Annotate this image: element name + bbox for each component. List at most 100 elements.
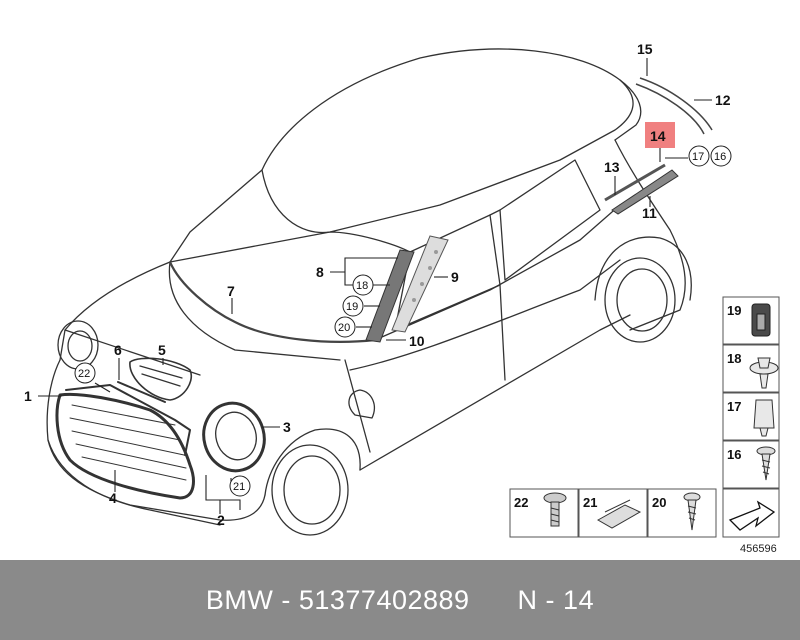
kit-label-16: 16 <box>727 447 741 462</box>
grille-slats <box>69 404 187 481</box>
headlight-right-ring <box>202 401 266 473</box>
screw-20-icon <box>683 492 701 531</box>
door-line <box>489 209 506 381</box>
side-crease <box>344 259 621 453</box>
part-label-7: 7 <box>227 283 235 299</box>
part-label-5: 5 <box>158 342 166 358</box>
leader-lines <box>38 58 712 514</box>
kit-column-labels: 19 18 17 16 <box>727 303 741 462</box>
roof-trim-12 <box>639 77 713 131</box>
leader-2 <box>205 475 241 514</box>
emblem-strip <box>117 381 166 403</box>
side-mirror <box>348 389 375 419</box>
part-label-14: 14 <box>650 128 666 144</box>
headlight-right-lens <box>215 411 257 461</box>
kit-cell-arrow <box>722 488 780 538</box>
fastener-kit-row <box>509 488 780 538</box>
kit-label-20: 20 <box>652 495 666 510</box>
side-beltline <box>374 204 621 341</box>
front-wheel-inner <box>283 455 341 525</box>
kit-cell-16 <box>722 440 780 489</box>
clip-17-icon <box>753 399 775 437</box>
callout-label-21: 21 <box>233 481 245 493</box>
clip-21-icon <box>596 499 642 529</box>
kit-label-19: 19 <box>727 303 741 318</box>
roof-rear-edge <box>614 79 642 141</box>
footer-caption: BMW - 51377402889 N - 14 <box>205 584 595 615</box>
kit-cell-22 <box>509 488 579 538</box>
footer-bar: BMW - 51377402889 N - 14 <box>0 560 800 640</box>
part-label-15: 15 <box>637 41 653 57</box>
callout-circle-17 <box>688 145 710 167</box>
part-label-4: 4 <box>109 490 117 506</box>
roof-outline <box>261 48 634 234</box>
leader-8 <box>330 257 398 286</box>
hood-scoop-inner <box>139 365 183 387</box>
roof-trim-12b <box>635 83 705 135</box>
rear-side-trim-11 <box>611 169 679 215</box>
leader-22 <box>94 382 111 393</box>
kit-label-18: 18 <box>727 351 741 366</box>
a-pillar-trim-dark <box>365 249 415 343</box>
a-pillar-left <box>169 169 263 263</box>
reference-number: 456596 <box>740 543 777 555</box>
part-label-8: 8 <box>316 264 324 280</box>
circled-callouts <box>74 145 732 497</box>
trim-hole <box>434 250 438 254</box>
screw-16-icon <box>756 446 776 481</box>
callout-label-16: 16 <box>714 151 726 163</box>
trim-hole <box>420 282 424 286</box>
side-sill <box>359 314 631 471</box>
callout-label-17: 17 <box>692 151 704 163</box>
part-labels: 1 2 3 4 5 6 7 8 9 10 11 12 13 14 15 <box>24 41 731 528</box>
hood-outline <box>59 261 341 361</box>
rear-wheel <box>604 257 676 343</box>
part-label-6: 6 <box>114 342 122 358</box>
part-label-11: 11 <box>642 205 657 221</box>
clip-18-icon <box>749 357 779 389</box>
kit-row-labels: 22 21 20 <box>514 495 666 510</box>
kit-cell-17 <box>722 392 780 441</box>
callout-circle-18 <box>352 274 374 296</box>
fastener-kit-column <box>722 296 780 489</box>
headlight-left-inner <box>67 330 93 362</box>
grille-top <box>65 384 191 456</box>
callout-label-20: 20 <box>338 322 350 334</box>
front-bumper-lower <box>47 439 221 526</box>
rear-quarter <box>614 139 686 331</box>
kit-label-22: 22 <box>514 495 528 510</box>
callout-label-18: 18 <box>356 280 368 292</box>
rear-arch <box>594 236 692 301</box>
kit-cell-21 <box>578 488 648 538</box>
trim-hole <box>412 298 416 302</box>
part-label-1: 1 <box>24 388 32 404</box>
kit-cell-18 <box>722 344 780 393</box>
hood-front-edge <box>64 329 201 376</box>
clip-19-icon <box>751 303 771 337</box>
callout-circle-19 <box>342 295 364 317</box>
callout-circle-22 <box>74 362 96 384</box>
leader-14 <box>659 147 688 162</box>
callout-circle-21 <box>229 475 251 497</box>
part-label-13: 13 <box>604 159 620 175</box>
a-pillar-trim <box>365 235 449 343</box>
grille-frame <box>55 392 195 500</box>
kit-cell-20 <box>647 488 717 538</box>
part-label-2: 2 <box>217 512 225 528</box>
front-face <box>46 359 266 521</box>
callout-label-22: 22 <box>78 368 90 380</box>
front-fender <box>264 428 361 496</box>
highlight-box-14 <box>645 122 675 148</box>
windshield-molding <box>168 261 376 343</box>
side-window-rear <box>499 159 601 281</box>
rear-wheel-inner <box>616 268 668 332</box>
kit-label-17: 17 <box>727 399 741 414</box>
callout-circle-20 <box>334 316 356 338</box>
part-label-12: 12 <box>715 92 731 108</box>
screw-22-icon <box>543 492 567 527</box>
part-label-3: 3 <box>283 419 291 435</box>
car-body <box>46 48 692 536</box>
kit-cell-19 <box>722 296 780 345</box>
arrow-symbol-icon <box>728 500 776 531</box>
